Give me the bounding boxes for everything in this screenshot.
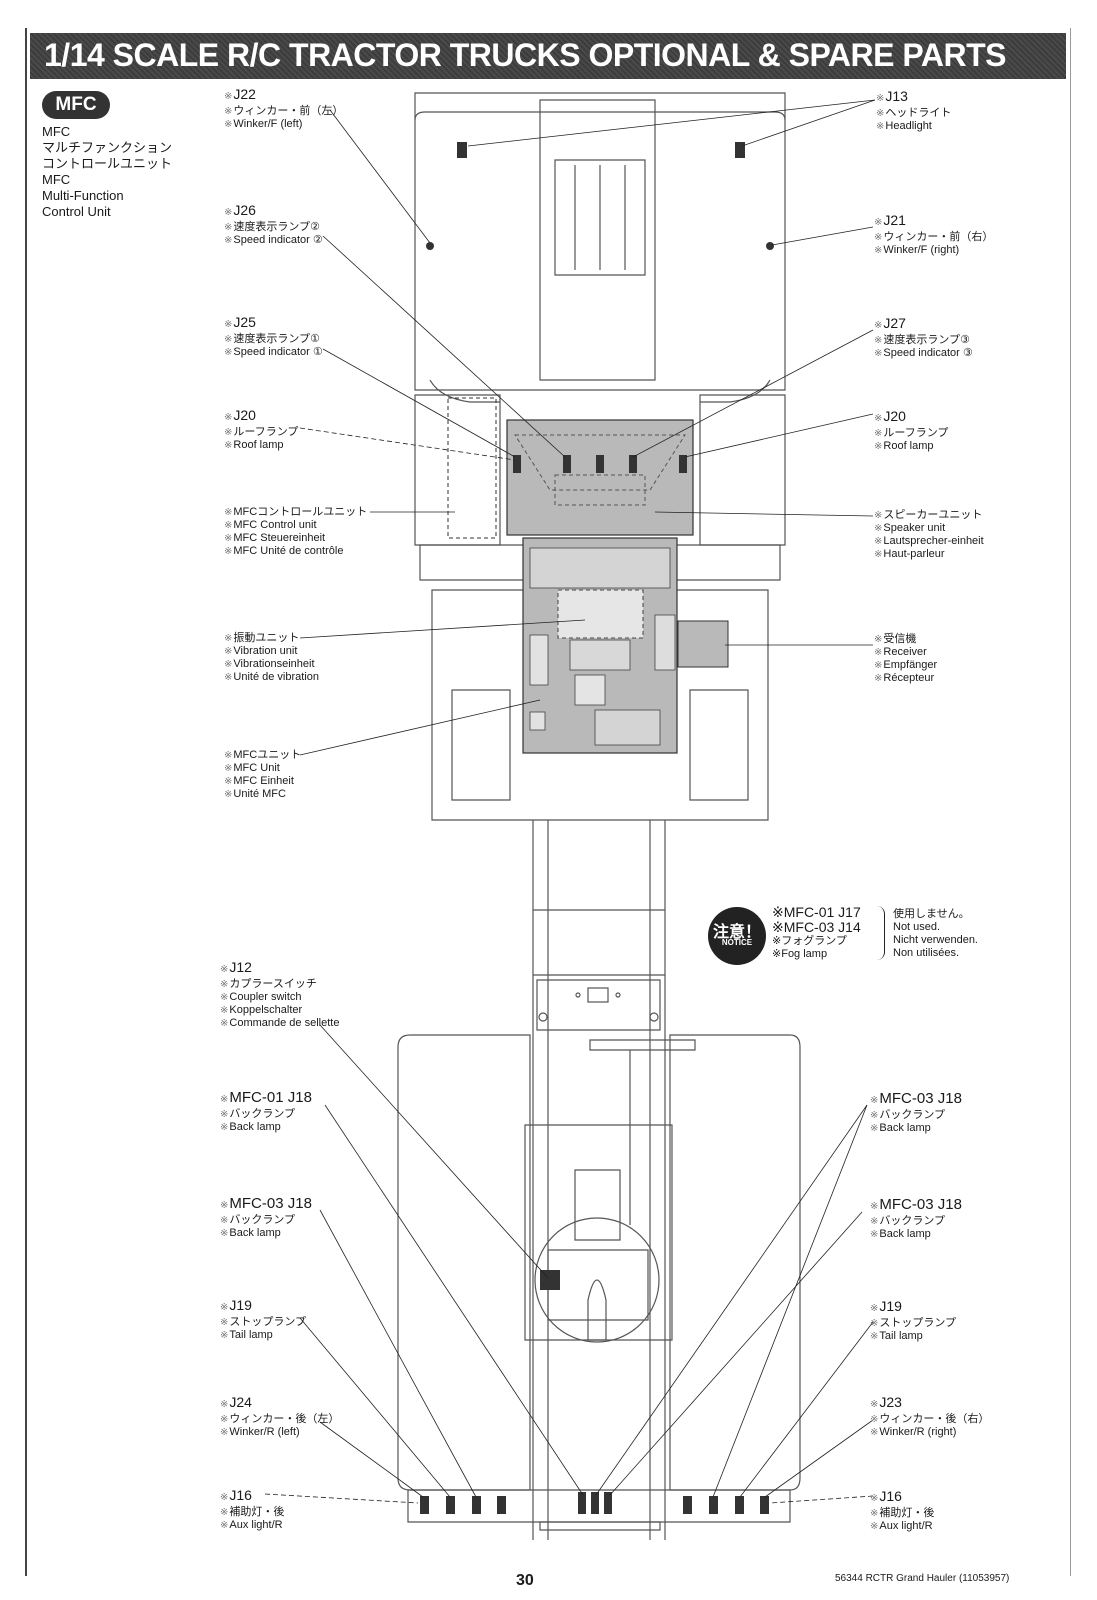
- label-j22: ※J22 ※ウィンカー・前（左） ※Winker/F (left): [224, 86, 344, 130]
- title-bar: 1/14 SCALE R/C TRACTOR TRUCKS OPTIONAL &…: [30, 33, 1066, 79]
- rear-fender-left: [397, 1034, 531, 1491]
- label-j26: ※J26 ※速度表示ランプ② ※Speed indicator ②: [224, 202, 323, 246]
- label-j19-left: ※J19 ※ストップランプ ※Tail lamp: [220, 1297, 307, 1341]
- label-mfc03-j18-left: ※MFC-03 J18 ※バックランプ ※Back lamp: [220, 1195, 312, 1240]
- label-j23: ※J23 ※ウィンカー・後（右） ※Winker/R (right): [870, 1394, 990, 1438]
- rear-fender-right: [669, 1034, 801, 1491]
- label-j13: ※J13 ※ヘッドライト ※Headlight: [876, 88, 952, 132]
- coupler-bracket: [536, 979, 661, 1031]
- notice-badge: 注意！ NOTICE: [708, 907, 766, 965]
- label-j24: ※J24 ※ウィンカー・後（左） ※Winker/R (left): [220, 1394, 340, 1438]
- label-j16-right: ※J16 ※補助灯・後 ※Aux light/R: [870, 1488, 935, 1532]
- label-j16-left: ※J16 ※補助灯・後 ※Aux light/R: [220, 1487, 285, 1531]
- mfc-description: MFC マルチファンクション コントロールユニット MFC Multi-Func…: [42, 124, 173, 219]
- label-speaker-unit: ※スピーカーユニット ※Speaker unit ※Lautsprecher-e…: [874, 509, 984, 560]
- label-j27: ※J27 ※速度表示ランプ③ ※Speed indicator ③: [874, 315, 973, 359]
- cab-center-panel: [539, 99, 656, 381]
- page-number: 30: [516, 1572, 534, 1589]
- label-mfc-control-unit: ※MFCコントロールユニット ※MFC Control unit ※MFC St…: [224, 506, 368, 557]
- label-receiver: ※受信機 ※Receiver ※Empfänger ※Récepteur: [874, 633, 938, 684]
- notice-bracket: [876, 906, 885, 960]
- label-vibration-unit: ※振動ユニット ※Vibration unit ※Vibrationseinhe…: [224, 632, 319, 683]
- speaker-unit-panel: [506, 419, 694, 536]
- label-j20-left: ※J20 ※ルーフランプ ※Roof lamp: [224, 407, 299, 451]
- notice-not-used: 使用しません。 Not used. Nicht verwenden. Non u…: [893, 908, 978, 959]
- label-j21: ※J21 ※ウィンカー・前（右） ※Winker/F (right): [874, 212, 994, 256]
- rear-bumper: [407, 1489, 791, 1523]
- label-j25: ※J25 ※速度表示ランプ① ※Speed indicator ①: [224, 314, 323, 358]
- label-j20-right: ※J20 ※ルーフランプ ※Roof lamp: [874, 408, 949, 452]
- cab-outline: [414, 92, 786, 391]
- footer-code: 56344 RCTR Grand Hauler (11053957): [835, 1573, 1010, 1584]
- notice-parts: ※MFC-01 J17 ※MFC-03 J14 ※フォグランプ ※Fog lam…: [772, 904, 861, 961]
- headlight-left-bulb: [457, 142, 467, 158]
- label-mfc03-j18-right-1: ※MFC-03 J18 ※バックランプ ※Back lamp: [870, 1090, 962, 1135]
- label-mfc-unit: ※MFCユニット ※MFC Unit ※MFC Einheit ※Unité M…: [224, 749, 302, 800]
- page-title: 1/14 SCALE R/C TRACTOR TRUCKS OPTIONAL &…: [44, 37, 1006, 73]
- label-j12: ※J12 ※カプラースイッチ ※Coupler switch ※Koppelsc…: [220, 959, 340, 1029]
- page-border: [25, 28, 1071, 1576]
- headlight-right-bulb: [735, 142, 745, 158]
- mfc-badge: MFC: [42, 91, 110, 119]
- fifth-wheel: [534, 1217, 660, 1343]
- label-j19-right: ※J19 ※ストップランプ ※Tail lamp: [870, 1298, 957, 1342]
- receiver-box: [677, 620, 729, 668]
- label-mfc01-j18: ※MFC-01 J18 ※バックランプ ※Back lamp: [220, 1089, 312, 1134]
- label-mfc03-j18-right-2: ※MFC-03 J18 ※バックランプ ※Back lamp: [870, 1196, 962, 1241]
